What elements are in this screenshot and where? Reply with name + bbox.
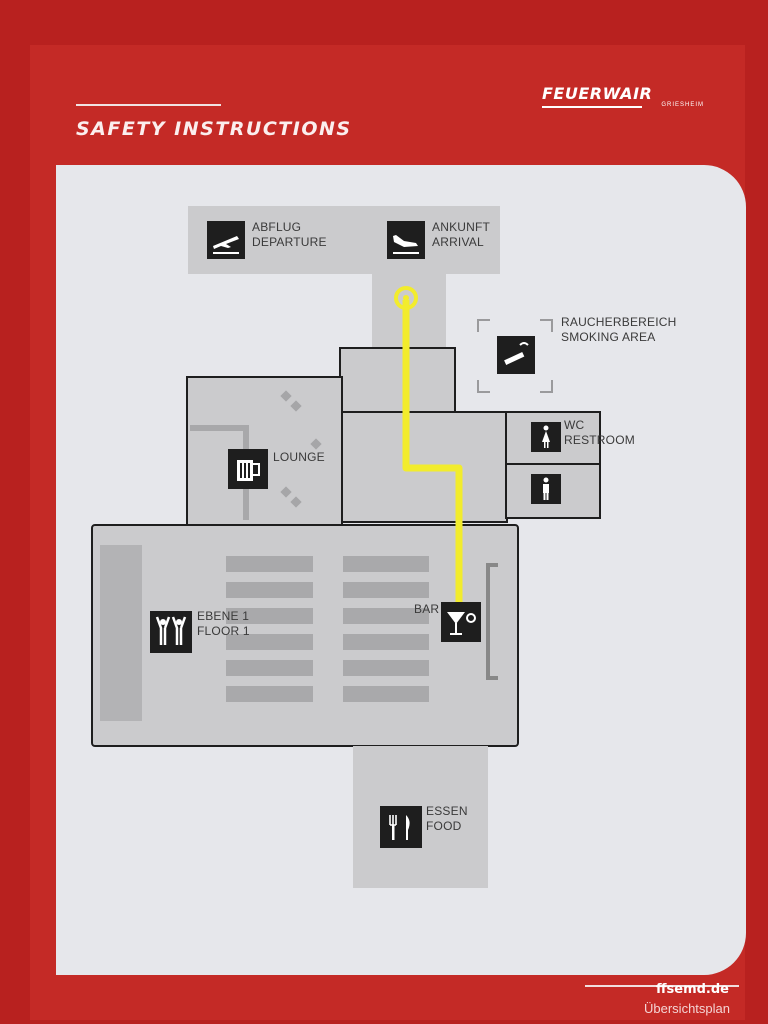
food-label-en: FOOD xyxy=(426,819,462,833)
male-restroom-icon xyxy=(531,474,561,504)
seating-left xyxy=(226,556,313,702)
header-rule xyxy=(76,104,221,106)
route-start-dot xyxy=(403,295,409,301)
beer-mug-icon xyxy=(228,449,268,489)
bar-label: BAR xyxy=(414,602,439,616)
floor-label-en: FLOOR 1 xyxy=(197,624,250,638)
route-path xyxy=(402,300,463,612)
logo-subtitle: GRIESHEIM xyxy=(661,102,704,108)
bar-counter xyxy=(486,563,498,680)
footer-subtitle: Übersichtsplan xyxy=(644,1001,730,1016)
lounge-counter xyxy=(190,425,249,520)
central-hall xyxy=(339,347,456,415)
restroom-label-en: RESTROOM xyxy=(564,433,635,447)
lounge-label: LOUNGE xyxy=(273,450,325,464)
arrival-icon xyxy=(387,221,425,259)
page-title: SAFETY INSTRUCTIONS xyxy=(76,118,352,140)
arrival-label-en: ARRIVAL xyxy=(432,235,484,249)
route-start-marker xyxy=(394,286,418,310)
middle-hall xyxy=(341,411,508,523)
logo-text: FEUERWAIR xyxy=(542,84,653,103)
departure-label-en: DEPARTURE xyxy=(252,235,327,249)
arrival-label-de: ANKUNFT xyxy=(432,220,491,234)
cocktail-icon xyxy=(441,602,481,642)
feuerwair-logo: FEUERWAIR GRIESHEIM xyxy=(542,84,712,120)
smoking-area-frame xyxy=(477,319,553,393)
female-restroom-icon xyxy=(531,422,561,452)
smoking-label-de: RAUCHERBEREICH xyxy=(561,315,676,329)
stage-block xyxy=(100,545,142,721)
cigarette-icon xyxy=(497,336,535,374)
floor-label-de: EBENE 1 xyxy=(197,609,249,623)
footer-brand: ffsemd.de xyxy=(656,982,729,997)
fork-knife-icon xyxy=(380,806,422,848)
footer-rule xyxy=(585,985,739,987)
smoking-label-en: SMOKING AREA xyxy=(561,330,655,344)
departure-icon xyxy=(207,221,245,259)
food-label-de: ESSEN xyxy=(426,804,468,818)
people-cheering-icon xyxy=(150,611,192,653)
seating-right xyxy=(343,556,429,702)
lounge-tables xyxy=(280,390,322,508)
restroom-label-de: WC xyxy=(564,418,585,432)
departure-label-de: ABFLUG xyxy=(252,220,301,234)
logo-swoosh xyxy=(542,106,642,108)
